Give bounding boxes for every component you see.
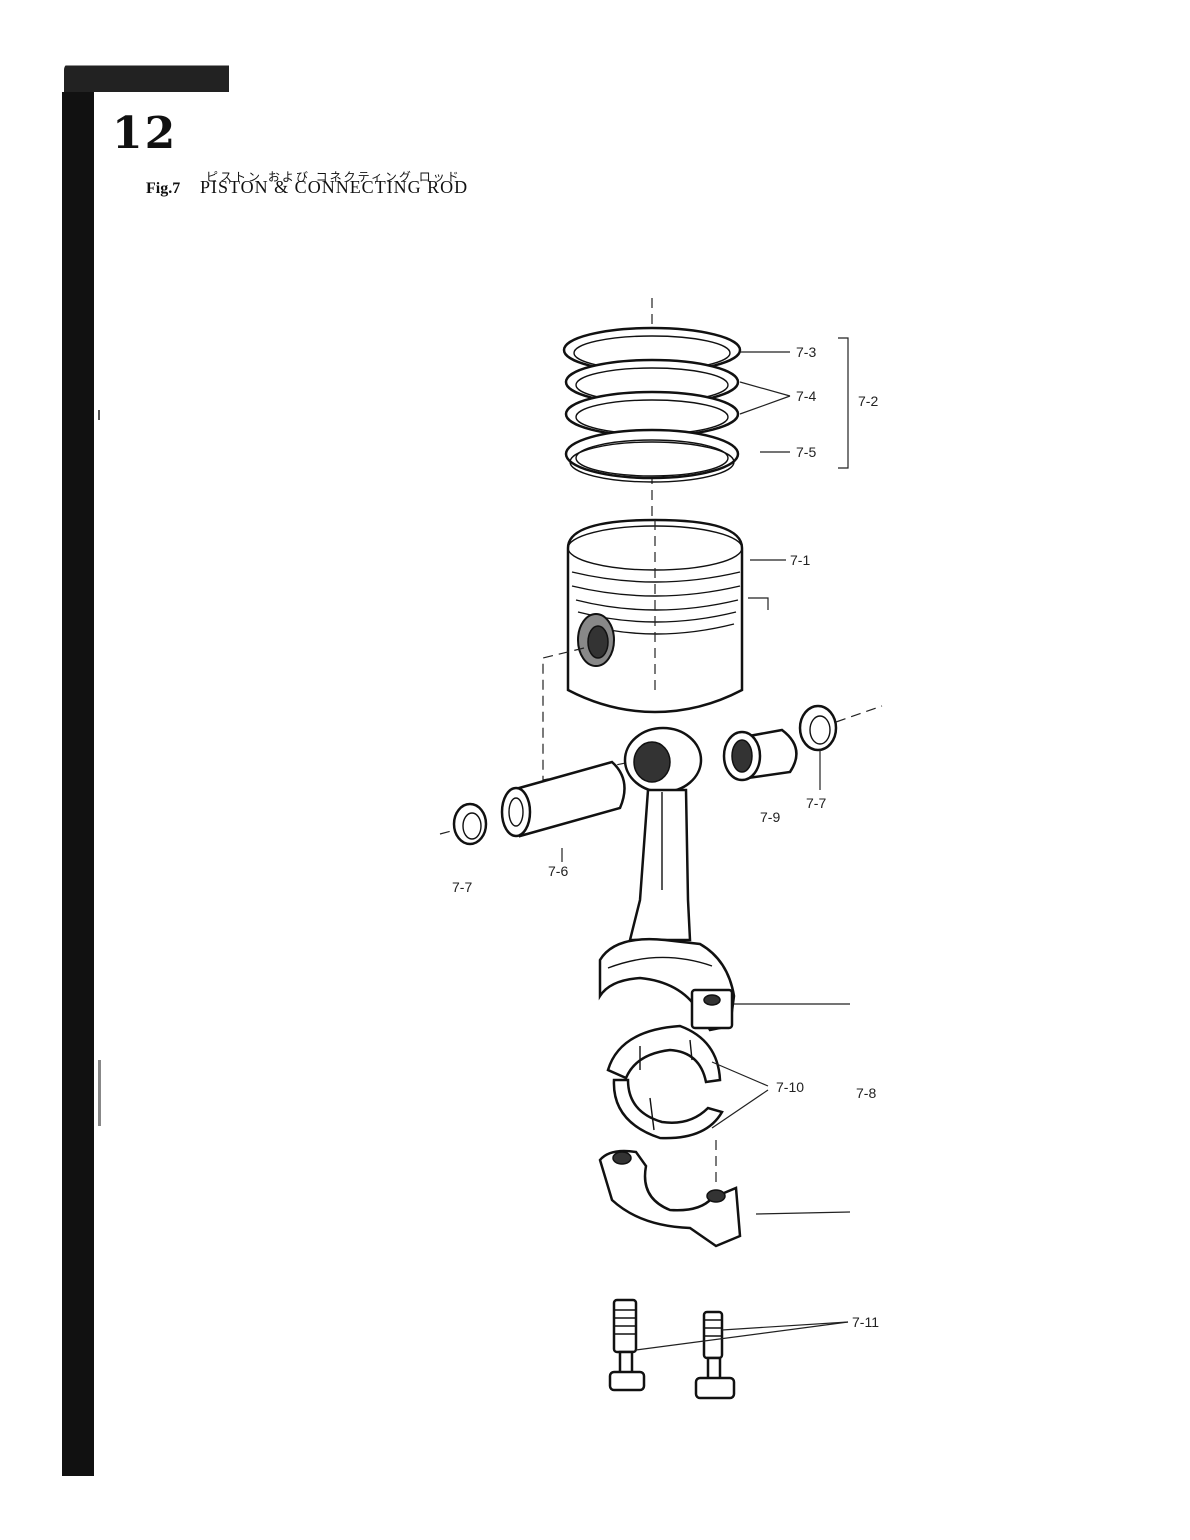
callout-bearing: 7-10 [776, 1079, 804, 1095]
scan-speck [98, 1060, 101, 1126]
piston-pin [500, 760, 626, 838]
callout-clip-left: 7-7 [452, 879, 472, 895]
bearing-shells [606, 1024, 724, 1140]
callout-ring-set: 7-2 [858, 393, 878, 409]
leader-cap [755, 1211, 851, 1215]
piston-pin-bushing [722, 728, 798, 782]
leader-piston-groove [748, 597, 769, 610]
snap-ring-left [452, 802, 488, 846]
callout-piston: 7-1 [790, 552, 810, 568]
callout-rod-assy: 7-8 [856, 1085, 876, 1101]
leader-bearing [711, 1061, 769, 1087]
callout-ring-top: 7-3 [796, 344, 816, 360]
scan-speck [98, 410, 100, 420]
piston-ring-oil [564, 428, 740, 483]
piston-ring-middle-1 [564, 358, 740, 406]
callout-ring-oil: 7-5 [796, 444, 816, 460]
callout-bushing: 7-9 [760, 809, 780, 825]
leader-ring-mid [739, 381, 791, 397]
snap-ring-right [798, 704, 838, 752]
axis-line-right [835, 705, 883, 723]
figure-title-japanese: ピストン および コネクティング ロッド [206, 170, 461, 184]
connecting-rod-big-end [598, 938, 736, 1032]
callout-ring-mid: 7-4 [796, 388, 816, 404]
figure-label: Fig.7 [146, 180, 181, 197]
bracket-ring-set [838, 337, 849, 469]
connecting-rod-bolt-left [608, 1298, 646, 1392]
binding-shadow [62, 92, 94, 1476]
leader-bearing [711, 1089, 769, 1129]
callout-pin: 7-6 [548, 863, 568, 879]
page-corner-shadow [64, 62, 229, 92]
connecting-rod-bolt-right [694, 1310, 736, 1400]
leader-bolt-left [635, 1321, 849, 1351]
callout-bolt: 7-11 [852, 1314, 879, 1330]
figure-title: PISTON & CONNECTING ROD [200, 177, 469, 197]
callout-clip-right: 7-7 [806, 795, 826, 811]
axis-line-left [439, 829, 456, 835]
page-number: 12 [112, 108, 178, 159]
connecting-rod-small-end [623, 726, 703, 942]
leader-bolt-right [721, 1321, 849, 1331]
leader-ring-mid [739, 395, 791, 415]
connecting-rod-cap [598, 1149, 742, 1248]
